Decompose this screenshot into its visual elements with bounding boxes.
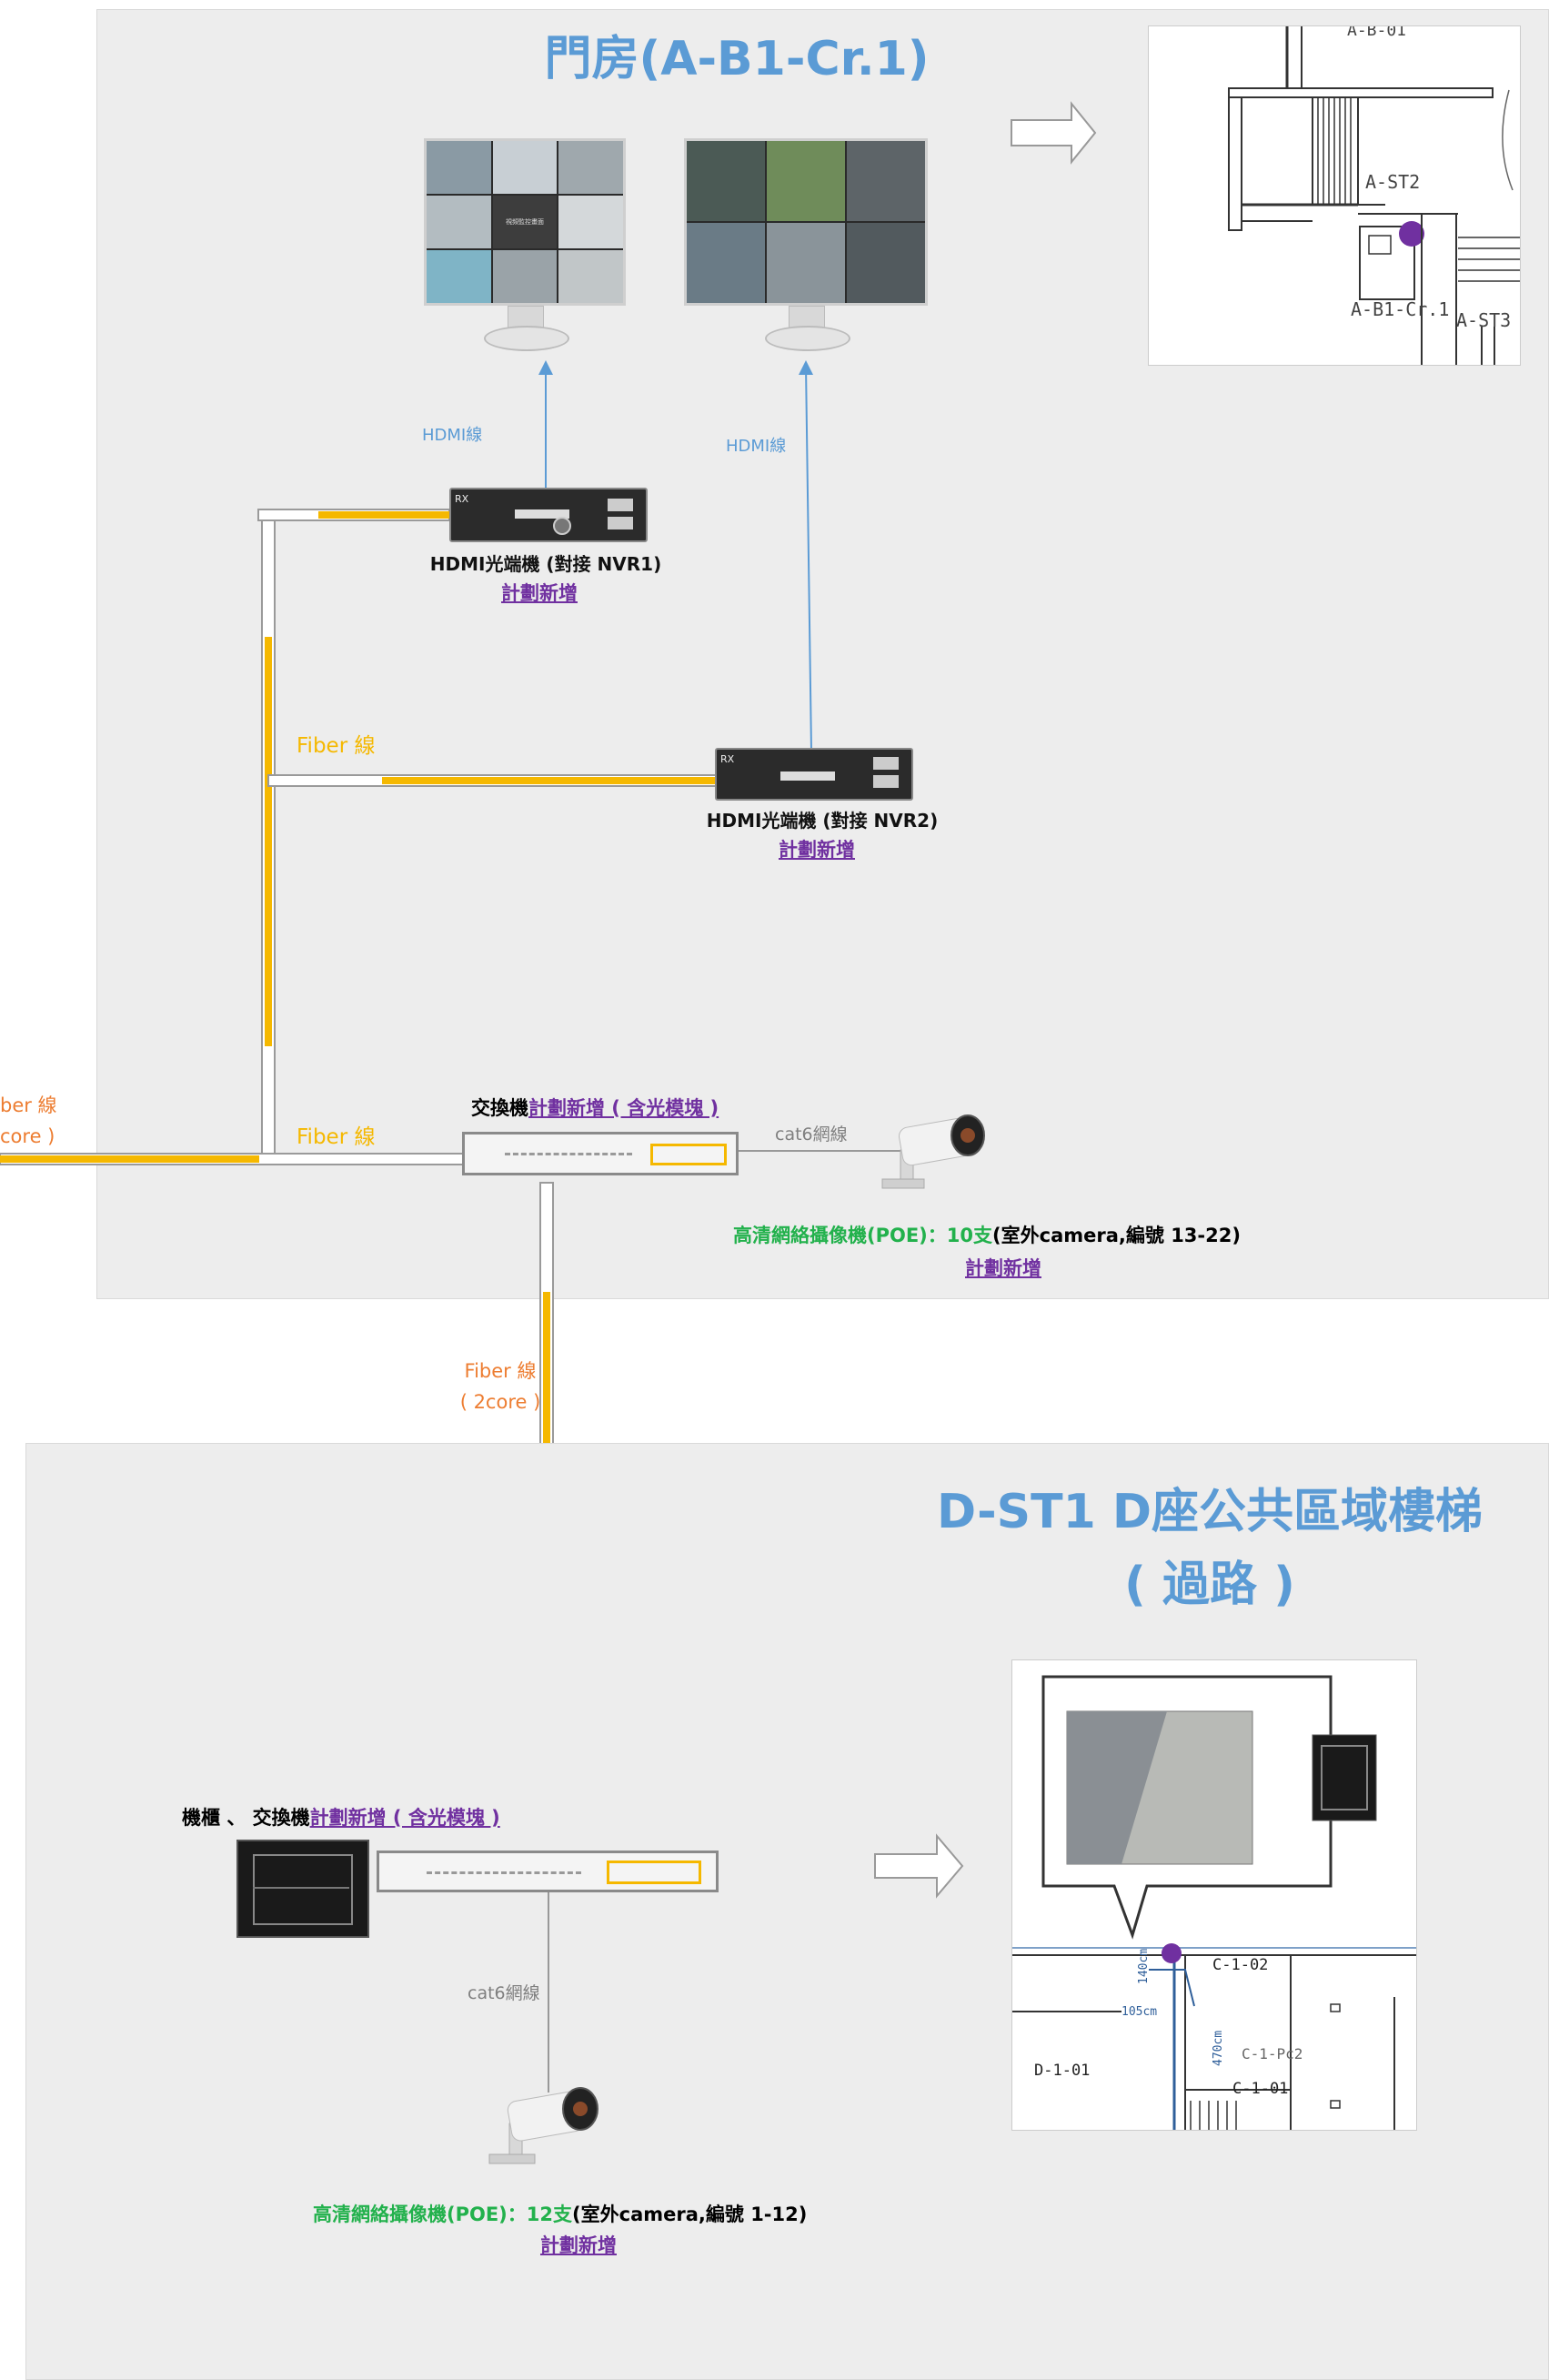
camera-bottom-text1: 高清網絡攝像機(POE)： xyxy=(313,2204,527,2225)
cat6-label-bottom: cat6網線 xyxy=(468,1983,540,2003)
switch-prefix: 交換機 xyxy=(471,1097,528,1119)
monitor-nvr1: 視頻監控畫面 xyxy=(424,138,626,353)
camera-top-count: 10支 xyxy=(946,1225,993,1246)
network-switch-bottom xyxy=(377,1851,719,1892)
floor-dim-2: 470cm xyxy=(1212,2031,1225,2066)
ip-camera-icon xyxy=(488,2087,598,2164)
cabinet-switch-prefix: 機櫃 、 交換機 xyxy=(182,1807,310,1829)
gatehouse-title: 門房(A-B1-Cr.1) xyxy=(544,32,930,86)
cat6-line-top xyxy=(739,1150,902,1152)
receiver-2-plan-link[interactable]: 計劃新增 xyxy=(779,839,855,861)
hdmi-fiber-receiver-2: RX xyxy=(715,748,913,801)
monitor-base xyxy=(765,326,850,351)
floor-label-cr: A-B1-Cr.1 xyxy=(1351,298,1449,320)
monitor-base xyxy=(484,326,569,351)
fiber-label-2: Fiber 線 xyxy=(297,1125,376,1149)
receiver-2-name: HDMI光端機 (對接 NVR2) xyxy=(706,810,939,832)
floor-label-st2: A-ST2 xyxy=(1365,171,1420,193)
external-fiber-label: ber 線 core ) xyxy=(0,1090,57,1152)
floor-plan-drawing: A-B-01 A-ST2 A-B1-Cr.1 A-ST3 xyxy=(1228,26,1520,365)
cat6-label-top: cat6網線 xyxy=(775,1124,848,1145)
floor-label-top: A-B-01 xyxy=(1347,26,1406,40)
camera-bottom-count: 12支 xyxy=(526,2204,573,2225)
fiber-label-1: Fiber 線 xyxy=(297,734,376,758)
monitor-caption: 視頻監控畫面 xyxy=(492,196,558,248)
floor-dim-3: 105cm xyxy=(1122,2005,1157,2019)
hdmi-label-1: HDMI線 xyxy=(422,426,483,445)
switch-plan-link[interactable]: 計劃新增 ( 含光模塊 ) xyxy=(528,1097,719,1119)
cabinet-thumbnail xyxy=(1312,1734,1377,1821)
stairwell-title-line2: ( 過路 ) xyxy=(1124,1558,1295,1612)
right-arrow-icon xyxy=(874,1833,964,1899)
hdmi-lines xyxy=(538,360,813,752)
floor-label-st3: A-ST3 xyxy=(1456,309,1511,331)
hdmi-label-2: HDMI線 xyxy=(726,437,787,456)
monitor-nvr2 xyxy=(684,138,928,353)
link-fiber-label: Fiber 線 ( 2core ) xyxy=(455,1356,546,1417)
ip-camera-icon xyxy=(881,1114,985,1189)
switch-label: 交換機計劃新增 ( 含光模塊 ) xyxy=(471,1094,719,1121)
camera-marker-icon xyxy=(1162,1943,1182,1963)
floor-plan-drawing: C-1-02 D-1-01 C-1-Pc2 C-1-01 140cm 470cm… xyxy=(1012,1675,1416,2130)
camera-top-plan-link[interactable]: 計劃新增 xyxy=(965,1257,1041,1279)
camera-bottom-text2: (室外camera,編號 1-12) xyxy=(572,2204,808,2225)
monitor-screen: 視頻監控畫面 xyxy=(424,138,626,306)
cabinet-switch-label: 機櫃 、 交換機計劃新增 ( 含光模塊 ) xyxy=(182,1803,500,1830)
stairwell-title: D-ST1 D座公共區域樓梯 ( 過路 ) xyxy=(891,1476,1528,1621)
external-fiber-line2: core ) xyxy=(0,1125,55,1147)
cabinet-switch-plan-link[interactable]: 計劃新增 ( 含光模塊 ) xyxy=(309,1807,500,1829)
right-arrow-icon xyxy=(1011,101,1097,165)
gatehouse-floor-plan: A-B-01 A-ST2 A-B1-Cr.1 A-ST3 xyxy=(1148,25,1521,366)
link-fiber-line1: Fiber 線 xyxy=(464,1360,537,1382)
camera-top-caption: 高清網絡攝像機(POE)：10支(室外camera,編號 13-22) xyxy=(733,1221,1241,1248)
stairwell-floor-plan: C-1-02 D-1-01 C-1-Pc2 C-1-01 140cm 470cm… xyxy=(1011,1659,1417,2131)
link-fiber-line2: ( 2core ) xyxy=(459,1391,541,1413)
floor-label-c101: C-1-01 xyxy=(1232,2080,1288,2098)
receiver-1-name: HDMI光端機 (對接 NVR1) xyxy=(429,553,662,575)
network-switch xyxy=(462,1132,739,1175)
cat6-line-bottom xyxy=(548,1892,549,2093)
hdmi-fiber-receiver-1: RX xyxy=(449,488,648,542)
external-fiber-line1: ber 線 xyxy=(0,1094,57,1116)
floor-label-d101: D-1-01 xyxy=(1034,2062,1090,2080)
monitor-screen xyxy=(684,138,928,306)
camera-marker-icon xyxy=(1399,221,1424,247)
server-cabinet xyxy=(236,1840,369,1938)
stairwell-title-line1: D-ST1 D座公共區域樓梯 xyxy=(936,1485,1484,1539)
floor-label-c1pc2: C-1-Pc2 xyxy=(1242,2045,1303,2062)
camera-bottom-caption: 高清網絡攝像機(POE)：12支(室外camera,編號 1-12) xyxy=(313,2200,807,2227)
camera-bottom-plan-link[interactable]: 計劃新增 xyxy=(540,2234,617,2256)
camera-top-text2: (室外camera,編號 13-22) xyxy=(992,1225,1241,1246)
floor-dim-1: 140cm xyxy=(1137,1949,1151,1984)
camera-top-text1: 高清網絡攝像機(POE)： xyxy=(733,1225,947,1246)
receiver-1-plan-link[interactable]: 計劃新增 xyxy=(501,582,578,604)
floor-label-c102: C-1-02 xyxy=(1212,1956,1268,1974)
